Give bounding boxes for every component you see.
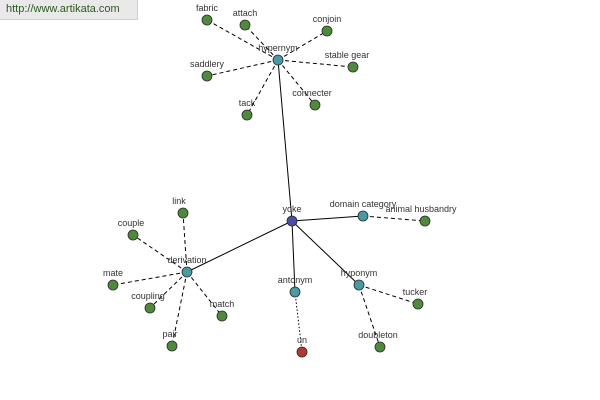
leaf-node-label: saddlery [190, 59, 225, 69]
relation-node-dot[interactable] [357, 210, 369, 222]
edge-derivation-match [186, 271, 223, 317]
leaf-node-animal-husbandry[interactable]: animal husbandry [385, 204, 457, 227]
relation-node-dot[interactable] [272, 54, 284, 66]
edge-center-derivation [186, 220, 293, 273]
leaf-node-dot[interactable] [309, 99, 321, 111]
leaf-node-label: mate [103, 268, 123, 278]
relation-node-dot[interactable] [353, 279, 365, 291]
leaf-node-label: pair [162, 329, 177, 339]
edge-derivation-couple [132, 234, 188, 273]
leaf-node-label: coupling [131, 291, 165, 301]
relation-node-domain-category[interactable]: domain category [330, 199, 397, 222]
leaf-node-dot[interactable] [201, 14, 213, 26]
relation-node-label: domain category [330, 199, 397, 209]
leaf-node-dot[interactable] [239, 19, 251, 31]
leaf-node-mate[interactable]: mate [103, 268, 123, 291]
relation-node-derivation[interactable]: derivation [167, 255, 207, 278]
leaf-node-label: animal husbandry [385, 204, 457, 214]
leaf-node-couple[interactable]: couple [118, 218, 145, 241]
edge-hypernym-conjoin [277, 30, 328, 61]
leaf-node-match[interactable]: match [210, 299, 235, 322]
leaf-node-attach[interactable]: attach [233, 8, 258, 31]
leaf-node-dot[interactable] [296, 346, 308, 358]
relation-node-label: derivation [167, 255, 206, 265]
leaf-node-dot[interactable] [107, 279, 119, 291]
leaf-node-label: connecter [292, 88, 332, 98]
relation-node-hypernym[interactable]: hypernym [258, 43, 298, 66]
leaf-node-label: fabric [196, 3, 219, 13]
leaf-node-coupling[interactable]: coupling [131, 291, 165, 314]
leaf-node-dot[interactable] [216, 310, 228, 322]
site-url[interactable]: http://www.artikata.com [0, 0, 138, 20]
leaf-node-dot[interactable] [412, 298, 424, 310]
edge-hyponym-tucker [358, 284, 419, 305]
leaf-node-conjoin[interactable]: conjoin [313, 14, 342, 37]
leaf-node-dot[interactable] [144, 302, 156, 314]
leaf-node-label: stable gear [325, 50, 370, 60]
relation-node-label: antonym [278, 275, 313, 285]
leaf-node-label: un [297, 335, 307, 345]
leaf-node-dot[interactable] [374, 341, 386, 353]
relation-node-antonym[interactable]: antonym [278, 275, 313, 298]
leaf-node-fabric[interactable]: fabric [196, 3, 219, 26]
leaf-node-label: link [172, 196, 186, 206]
edge-derivation-coupling [149, 271, 188, 309]
edge-domain-category-animal-husbandry [362, 215, 426, 222]
leaf-node-dot[interactable] [177, 207, 189, 219]
leaf-node-dot[interactable] [201, 70, 213, 82]
leaf-node-dot[interactable] [347, 61, 359, 73]
relation-node-label: hypernym [258, 43, 298, 53]
leaf-node-connecter[interactable]: connecter [292, 88, 332, 111]
edge-derivation-pair [171, 271, 188, 347]
leaf-node-doubleton[interactable]: doubleton [358, 330, 398, 353]
leaf-node-un[interactable]: un [296, 335, 308, 358]
center-node-center[interactable]: yoke [282, 204, 302, 227]
edge-center-antonym [291, 220, 296, 293]
edge-hypernym-attach [244, 24, 279, 61]
leaf-node-label: doubleton [358, 330, 398, 340]
leaf-node-tack[interactable]: tack [239, 98, 256, 121]
edge-center-domain-category [291, 215, 364, 222]
leaf-node-saddlery[interactable]: saddlery [190, 59, 225, 82]
edge-hypernym-connecter [277, 59, 316, 106]
leaf-node-pair[interactable]: pair [162, 329, 178, 352]
leaf-node-link[interactable]: link [172, 196, 189, 219]
leaf-node-dot[interactable] [241, 109, 253, 121]
edge-antonym-un [294, 291, 303, 353]
leaf-node-label: match [210, 299, 235, 309]
edge-hypernym-saddlery [206, 59, 279, 77]
edge-center-hyponym [291, 220, 360, 286]
relation-node-dot[interactable] [289, 286, 301, 298]
relation-node-label: hyponym [341, 268, 378, 278]
edge-derivation-link [182, 212, 188, 273]
leaf-node-label: tack [239, 98, 256, 108]
leaf-node-label: couple [118, 218, 145, 228]
leaf-node-label: conjoin [313, 14, 342, 24]
graph-nodes: fabric attach conjoin stable gear saddlery co… [103, 3, 457, 358]
edge-hypernym-stable-gear [277, 59, 354, 68]
leaf-node-dot[interactable] [321, 25, 333, 37]
edge-center-hypernym [277, 59, 293, 222]
graph-edges [112, 19, 426, 353]
center-node-dot[interactable] [286, 215, 298, 227]
leaf-node-stable-gear[interactable]: stable gear [325, 50, 370, 73]
edge-hypernym-tack [246, 59, 279, 116]
edge-derivation-mate [112, 271, 188, 286]
leaf-node-tucker[interactable]: tucker [403, 287, 428, 310]
relation-node-hyponym[interactable]: hyponym [341, 268, 378, 291]
leaf-node-dot[interactable] [166, 340, 178, 352]
leaf-node-dot[interactable] [419, 215, 431, 227]
center-node-label: yoke [282, 204, 301, 214]
leaf-node-label: attach [233, 8, 258, 18]
leaf-node-label: tucker [403, 287, 428, 297]
relation-node-dot[interactable] [181, 266, 193, 278]
edge-hyponym-doubleton [358, 284, 381, 348]
leaf-node-dot[interactable] [127, 229, 139, 241]
